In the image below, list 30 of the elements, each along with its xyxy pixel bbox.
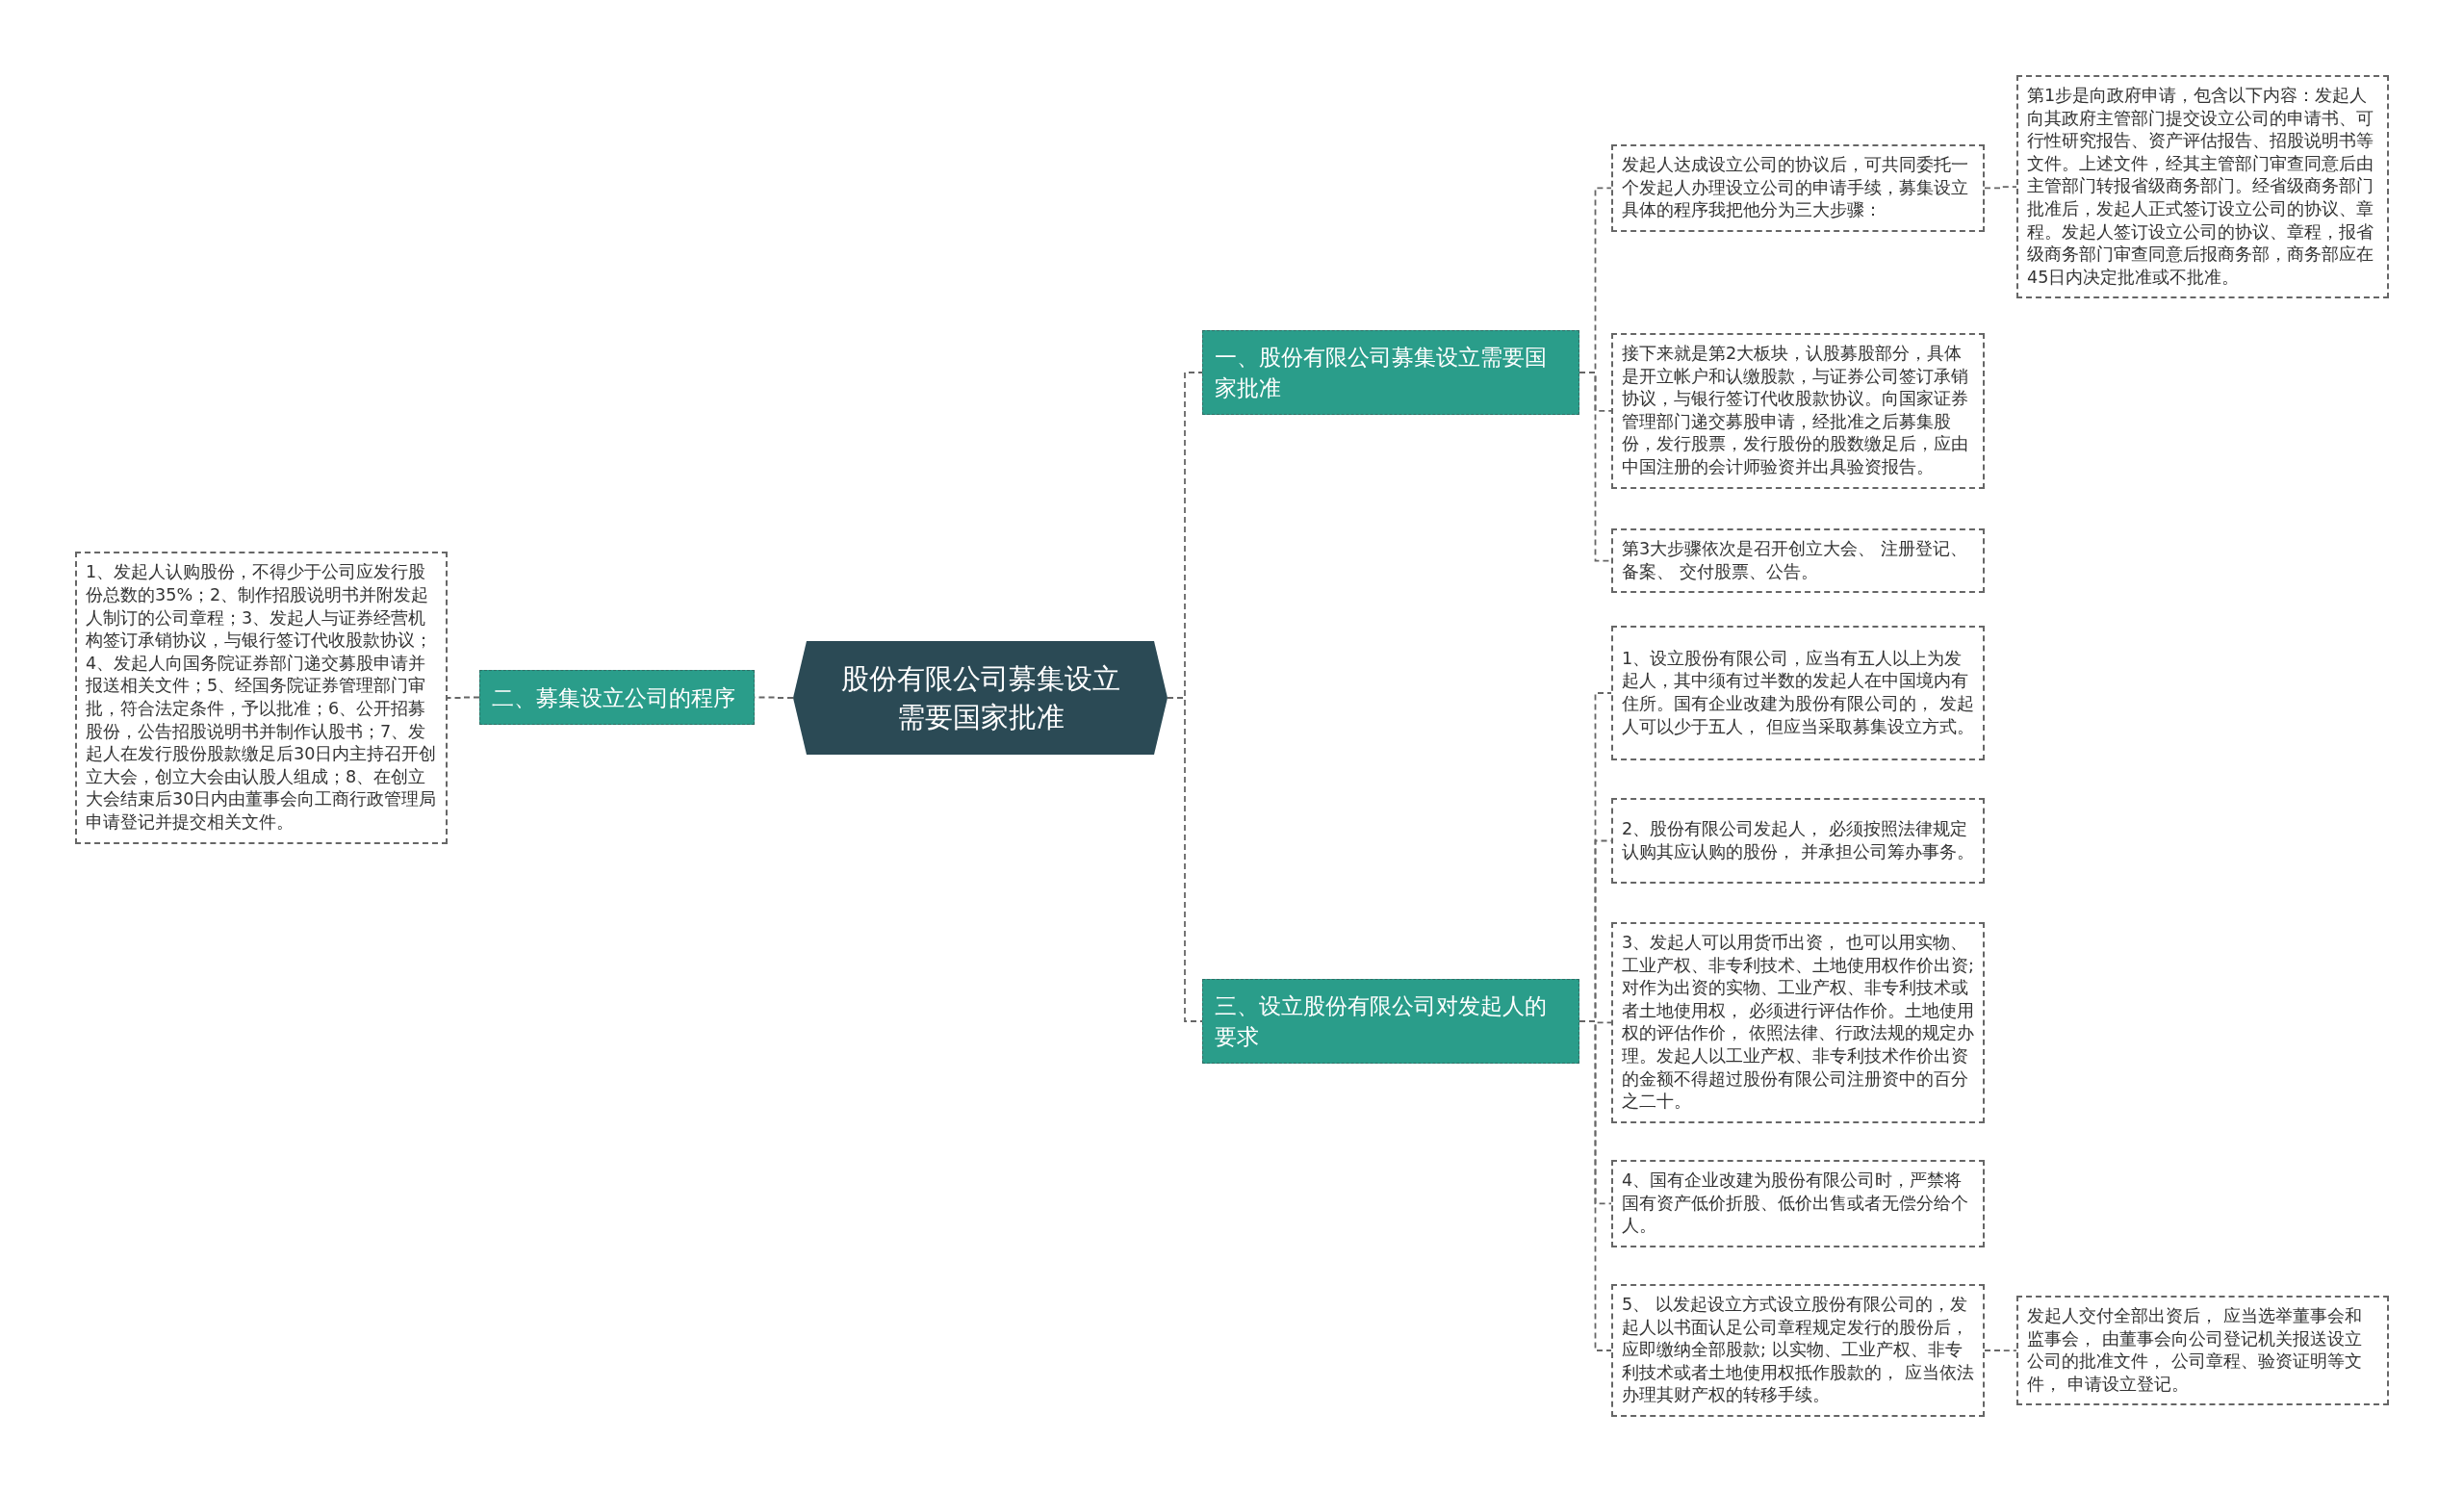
connector-line	[447, 696, 480, 699]
topic-text: 三、设立股份有限公司对发起人的要求	[1215, 992, 1548, 1051]
note-box	[1611, 1284, 1985, 1417]
topic-text: 发起人交付全部出资后， 应当选举董事会和监事会， 由董事会向公司登记机关报送设立公司的批准文件， 公司章程、验资证明等文件， 申请设立登记。	[2027, 1305, 2363, 1396]
topic-text: 第3大步骤依次是召开创立大会、 注册登记、备案、 交付股票、公告。	[1622, 538, 1968, 583]
branch-topic-box	[1202, 330, 1579, 415]
topic-text: 5、 以发起设立方式设立股份有限公司的，发起人以书面认足公司章程规定发行的股份后，应即缴纳全部股款; 以实物、工业产权、非专利技术或者土地使用权抵作股款的， 应当依法办理其财产权的转移手续。	[1622, 1294, 1974, 1407]
note-box	[1611, 528, 1985, 594]
topic-text: 2、股份有限公司发起人， 必须按照法律规定认购其应认购的股份， 并承担公司筹办事务。	[1622, 817, 1974, 863]
topic-text: 第1步是向政府申请，包含以下内容：发起人向其政府主管部门提交设立公司的申请书、可行性研究报告、资产评估报告、招股说明书等文件。上述文件，经其主管部门审查同意后由主管部门转报省级商务部门。经省级商务部门批准后，发起人正式签订设立公司的协议、章程。发起人签订设立公司的协议、章程，报省级商务部门审查同意后报商务部，商务部应在45日内决定批准或不批准。	[2027, 85, 2374, 289]
note-box	[1611, 1160, 1985, 1247]
note-box	[2016, 1296, 2389, 1406]
note-box	[1611, 798, 1985, 884]
topic-text: 发起人达成设立公司的协议后，可共同委托一个发起人办理设立公司的申请手续，募集设立具体的程序我把他分为三大步骤：	[1622, 154, 1969, 222]
connector-line	[1984, 186, 2017, 190]
topic-text: 股份有限公司募集设立需要国家批准	[839, 661, 1121, 735]
note-box	[1611, 626, 1985, 760]
branch-topic-box	[479, 670, 755, 725]
topic-text: 二、募集设立公司的程序	[492, 683, 736, 712]
topic-text: 3、发起人可以用货币出资， 也可以用实物、工业产权、非专利技术、土地使用权作价出资; 对作为出资的实物、工业产权、非专利技术或者土地使用权， 必须进行评估作价。土地使用权的评估作价， 依照法律、行政法规的规定办理。发起人以工业产权、非专利技术作价出资的金额不得超过股份有限公司注册资中的百分之二十。	[1622, 932, 1974, 1114]
branch-topic-box	[1202, 979, 1579, 1064]
note-box	[1611, 144, 1985, 232]
topic-text: 1、发起人认购股份，不得少于公司应发行股份总数的35%；2、制作招股说明书并附发起人制订的公司章程；3、发起人与证券经营机构签订承销协议，与银行签订代收股款协议；4、发起人向国务院证券部门递交募股申请并报送相关文件；5、经国务院证券管理部门审批，符合法定条件，予以批准；6、公开招募股份，公告招股说明书并制作认股书；7、发起人在发行股份股款缴足后30日内主持召开创立大会，创立大会由认股人组成；8、在创立大会结束后30日内由董事会向工商行政管理局申请登记并提交相关文件。	[86, 561, 437, 834]
connector-line	[1984, 1350, 2017, 1352]
topic-text: 1、设立股份有限公司，应当有五人以上为发起人，其中须有过半数的发起人在中国境内有住所。国有企业改建为股份有限公司的， 发起人可以少于五人， 但应当采取募集设立方式。	[1622, 647, 1974, 738]
note-box	[1611, 333, 1985, 489]
note-box	[2016, 75, 2389, 299]
topic-text: 4、国有企业改建为股份有限公司时，严禁将国有资产低价折股、低价出售或者无偿分给个人。	[1622, 1170, 1969, 1238]
topic-text: 接下来就是第2大板块，认股募股部分，具体是开立帐户和认缴股款，与证券公司签订承销协议，与银行签订代收股款协议。向国家证券管理部门递交募股申请，经批准之后募集股份，发行股票，发行股份的股数缴足后，应由中国注册的会计师验资并出具验资报告。	[1622, 343, 1969, 478]
topic-text: 一、股份有限公司募集设立需要国家批准	[1215, 344, 1548, 402]
